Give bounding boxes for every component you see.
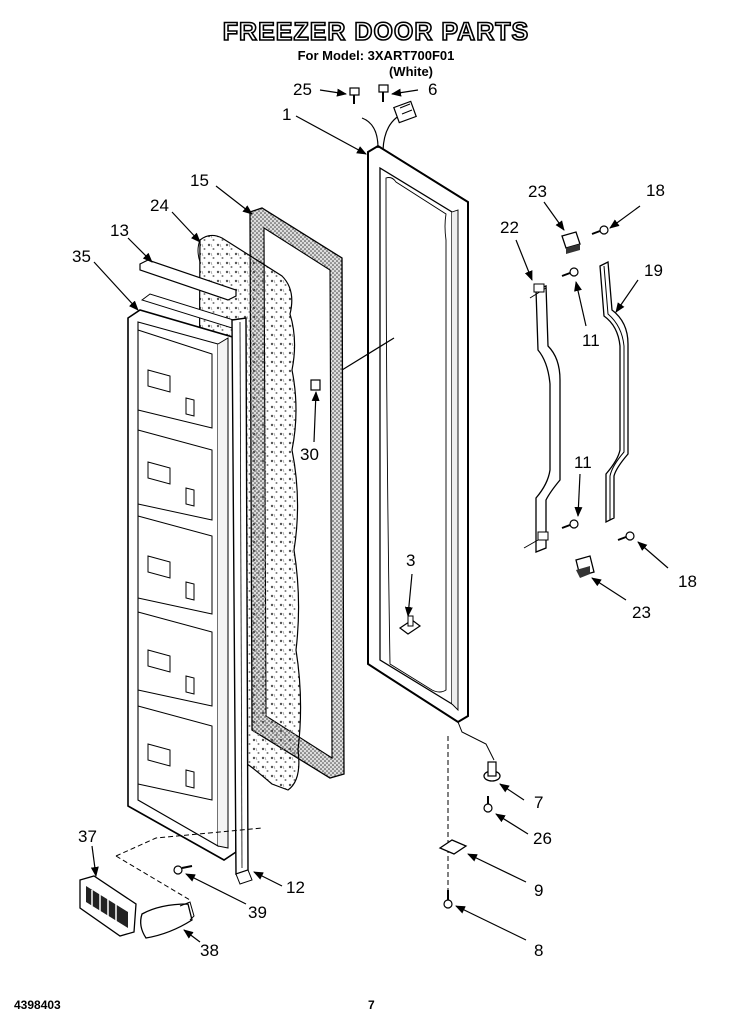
- diagram-title: FREEZER DOOR PARTS: [222, 17, 530, 47]
- wire-harness: [361, 100, 417, 151]
- end-cap-23-bottom: [575, 555, 595, 578]
- model-info: For Model: 3XART700F01 (White): [0, 48, 752, 80]
- color-line: (White): [388, 64, 434, 79]
- screw-11-top: [561, 267, 579, 277]
- screw-6: [378, 84, 389, 102]
- callout-1: 1: [282, 105, 291, 124]
- callout-labels: 1 25 6 15 24 13 35 30 3 12 39 37 38 7 26…: [72, 80, 697, 960]
- handle-22: [523, 283, 561, 553]
- screw-11-bottom: [561, 519, 579, 529]
- callout-18-bottom: 18: [678, 572, 697, 591]
- callout-38: 38: [200, 941, 219, 960]
- cover-38: [140, 901, 195, 939]
- screw-18-bottom: [617, 531, 635, 541]
- leader-lines: [90, 88, 669, 943]
- callout-39: 39: [248, 903, 267, 922]
- screw-39: [173, 865, 193, 875]
- door-liner: [127, 259, 242, 861]
- model-line: For Model: 3XART700F01: [297, 48, 455, 63]
- callout-26: 26: [533, 829, 552, 848]
- callout-13: 13: [110, 221, 129, 240]
- callout-7: 7: [534, 793, 543, 812]
- callout-19: 19: [644, 261, 663, 280]
- callout-35: 35: [72, 247, 91, 266]
- callout-12: 12: [286, 878, 305, 897]
- callout-15: 15: [190, 171, 209, 190]
- screw-25: [349, 87, 360, 104]
- callout-23-top: 23: [528, 182, 547, 201]
- screw-18-top: [591, 225, 609, 235]
- document-number: 4398403: [14, 998, 61, 1012]
- callout-22: 22: [500, 218, 519, 237]
- screw-26: [483, 796, 493, 813]
- callout-11-top: 11: [582, 331, 600, 350]
- side-trim-strip: [231, 317, 253, 885]
- callout-24: 24: [150, 196, 169, 215]
- callout-8: 8: [534, 941, 543, 960]
- callout-11-bottom: 11: [574, 453, 592, 472]
- grille-37: [79, 875, 137, 937]
- bracket-9: [438, 839, 468, 855]
- callout-37: 37: [78, 827, 97, 846]
- screw-8: [443, 890, 453, 909]
- hinge-pin-7: [483, 761, 501, 782]
- end-cap-23-top: [561, 231, 581, 254]
- clip-30: [310, 379, 321, 391]
- page-number: 7: [368, 998, 375, 1012]
- callout-18-top: 18: [646, 181, 665, 200]
- callout-6: 6: [428, 80, 437, 99]
- callout-3: 3: [406, 551, 415, 570]
- handle-19: [599, 260, 629, 524]
- callout-9: 9: [534, 881, 543, 900]
- outer-door-panel: [367, 144, 469, 724]
- callout-30: 30: [300, 445, 319, 464]
- liner-shelves: [137, 329, 213, 801]
- callout-23-bottom: 23: [632, 603, 651, 622]
- callout-25: 25: [293, 80, 312, 99]
